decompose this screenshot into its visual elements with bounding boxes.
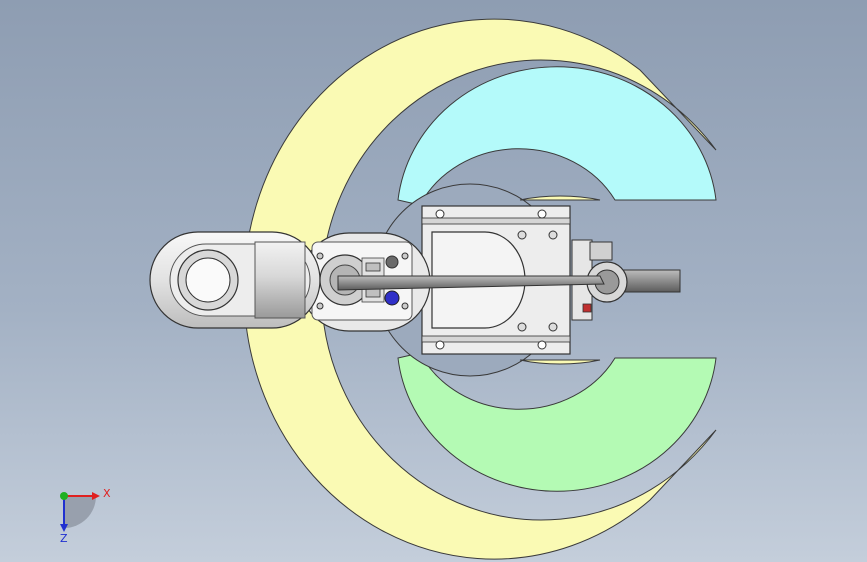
outer-reach-zone — [243, 18, 717, 560]
screw — [316, 252, 324, 260]
coordinate-triad[interactable]: X Z — [60, 487, 111, 545]
indicator-switch[interactable] — [365, 288, 381, 298]
inner-yellow-arc-lower — [519, 359, 601, 365]
status-led-bottom — [384, 290, 400, 306]
mount-hole — [537, 340, 547, 350]
y-axis-origin-icon — [60, 492, 68, 500]
triad-backdrop — [64, 496, 96, 528]
inner-yellow-arc — [519, 195, 601, 201]
base-plate-bottom-rail — [421, 335, 571, 343]
mount-hole — [435, 209, 445, 219]
connector-block — [589, 241, 613, 261]
connector-plug — [582, 303, 592, 313]
status-led-top — [385, 255, 399, 269]
end-effector-shaft[interactable] — [185, 257, 231, 303]
mount-hole — [537, 209, 547, 219]
bolt-head — [548, 230, 558, 240]
screw — [401, 252, 409, 260]
base-plate-top-rail — [421, 217, 571, 225]
lower-working-zone — [397, 352, 717, 492]
x-axis-label: X — [103, 487, 111, 500]
x-axis-arrow-icon — [92, 492, 100, 500]
z-axis-arrow-icon — [60, 524, 68, 532]
screw — [401, 302, 409, 310]
bolt-head — [517, 230, 527, 240]
screw — [316, 302, 324, 310]
upper-working-zone — [397, 66, 717, 206]
brake-release-switch[interactable] — [365, 262, 381, 272]
quill-housing — [254, 241, 306, 319]
bolt-head — [548, 322, 558, 332]
bolt-head — [517, 322, 527, 332]
cable-bundle[interactable] — [337, 275, 605, 291]
z-axis-label: Z — [60, 532, 68, 545]
mount-hole — [435, 340, 445, 350]
